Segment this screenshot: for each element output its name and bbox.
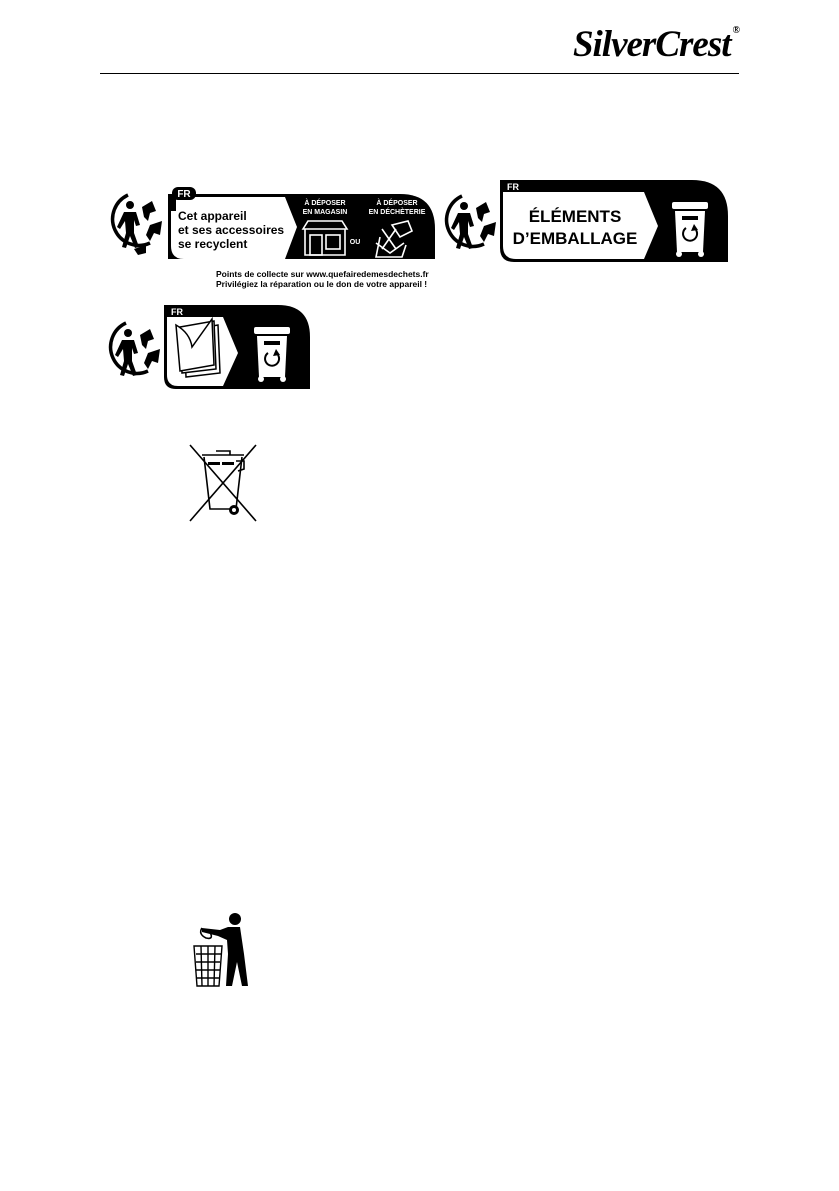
country-code: FR	[177, 189, 191, 200]
brand-name: SilverCrest	[573, 24, 731, 65]
country-code: FR	[507, 182, 519, 192]
registered-mark: ®	[733, 25, 739, 36]
footer-line-2: Privilégiez la réparation ou le don de v…	[216, 279, 427, 289]
packaging-label-line-1: ÉLÉMENTS	[529, 207, 622, 226]
triman-person-icon	[447, 196, 496, 249]
statement-line-1: Cet appareil	[178, 209, 247, 223]
triman-packaging-logo: FR ÉLÉMENTS D’EMBALLAGE	[436, 178, 728, 264]
dump-option-line-2: EN DÉCHÈTERIE	[369, 207, 426, 216]
statement-line-2: et ses accessoires	[178, 223, 284, 237]
footer-line-1: Points de collecte sur www.quefairedemes…	[216, 269, 429, 279]
triman-person-icon	[113, 195, 162, 255]
dump-option-line-1: À DÉPOSER	[376, 198, 417, 207]
or-separator: OU	[350, 239, 361, 246]
tidyman-litter-icon	[192, 910, 254, 988]
brand-logo: SilverCrest®	[573, 26, 739, 63]
triman-appliance-logo: FR Cet appareil et ses accessoires se re…	[100, 185, 435, 290]
paper-sheets-icon	[176, 319, 220, 377]
weee-crossed-bin-icon	[186, 443, 260, 523]
header-rule	[100, 73, 739, 74]
statement-line-3: se recyclent	[178, 237, 247, 251]
triman-person-icon	[111, 323, 160, 376]
country-code: FR	[171, 307, 183, 317]
store-option-line-2: EN MAGASIN	[303, 209, 348, 216]
triman-paper-logo: FR	[100, 303, 310, 391]
store-option-line-1: À DÉPOSER	[304, 198, 345, 207]
packaging-label-line-2: D’EMBALLAGE	[513, 229, 638, 248]
